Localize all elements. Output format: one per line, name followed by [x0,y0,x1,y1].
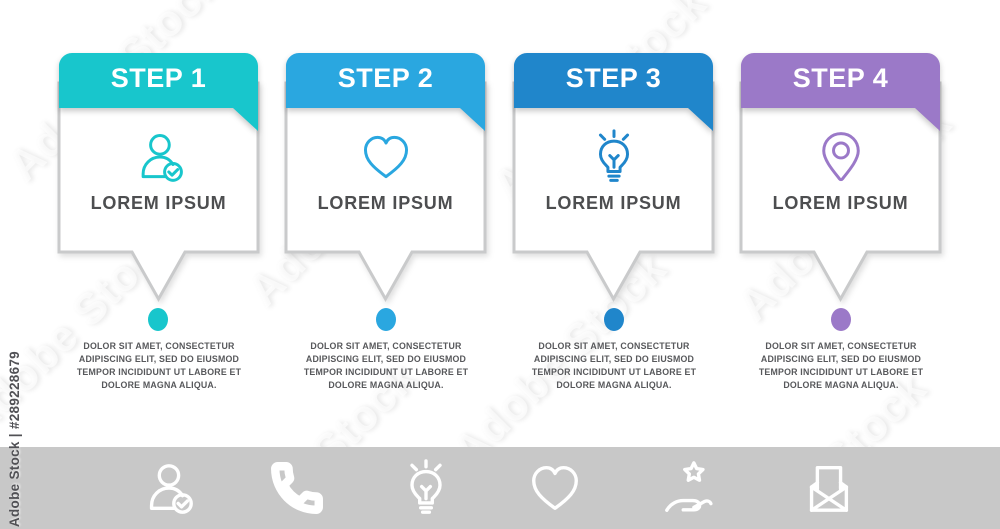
step-title: LOREM IPSUM [317,193,454,213]
connector-dot [604,308,624,331]
step-card-4: STEP 4 LOREM IPSUM [738,53,943,303]
step-description: DOLOR SIT AMET, CONSECTETUR ADIPISCING E… [531,341,697,390]
open-envelope-icon [799,459,857,517]
heart-icon [526,459,584,517]
step-card-1: STEP 1 LOREM IPSUM [56,53,261,303]
step-card-3: STEP 3 LOREM IPSUM [511,53,716,303]
step-label: STEP 2 [337,63,434,93]
step-title: LOREM IPSUM [772,193,909,213]
step-description: DOLOR SIT AMET, CONSECTETUR ADIPISCING E… [303,341,469,390]
speech-bubble-shape [739,53,942,303]
speech-bubble-shape [512,53,715,303]
speech-bubble-shape [284,53,487,303]
speech-bubble-shape [57,53,260,303]
step-title: LOREM IPSUM [90,193,227,213]
step-card-2: STEP 2 LOREM IPSUM [283,53,488,303]
step-label: STEP 1 [110,63,207,93]
lightbulb-icon [397,459,455,517]
step-description: DOLOR SIT AMET, CONSECTETUR ADIPISCING E… [76,341,242,390]
watermark-stock-id: Adobe Stock | #289228679 [7,350,22,527]
user-check-icon [131,129,187,185]
connector-dot [376,308,396,331]
step-description: DOLOR SIT AMET, CONSECTETUR ADIPISCING E… [758,341,924,390]
phone-icon [268,459,326,517]
lightbulb-icon [586,129,642,185]
user-check-icon [139,459,197,517]
hand-star-icon [661,459,719,517]
step-title: LOREM IPSUM [545,193,682,213]
location-pin-icon [813,129,869,185]
step-label: STEP 3 [565,63,662,93]
step-label: STEP 4 [792,63,889,93]
connector-dot [148,308,168,331]
heart-icon [358,129,414,185]
connector-dot [831,308,851,331]
